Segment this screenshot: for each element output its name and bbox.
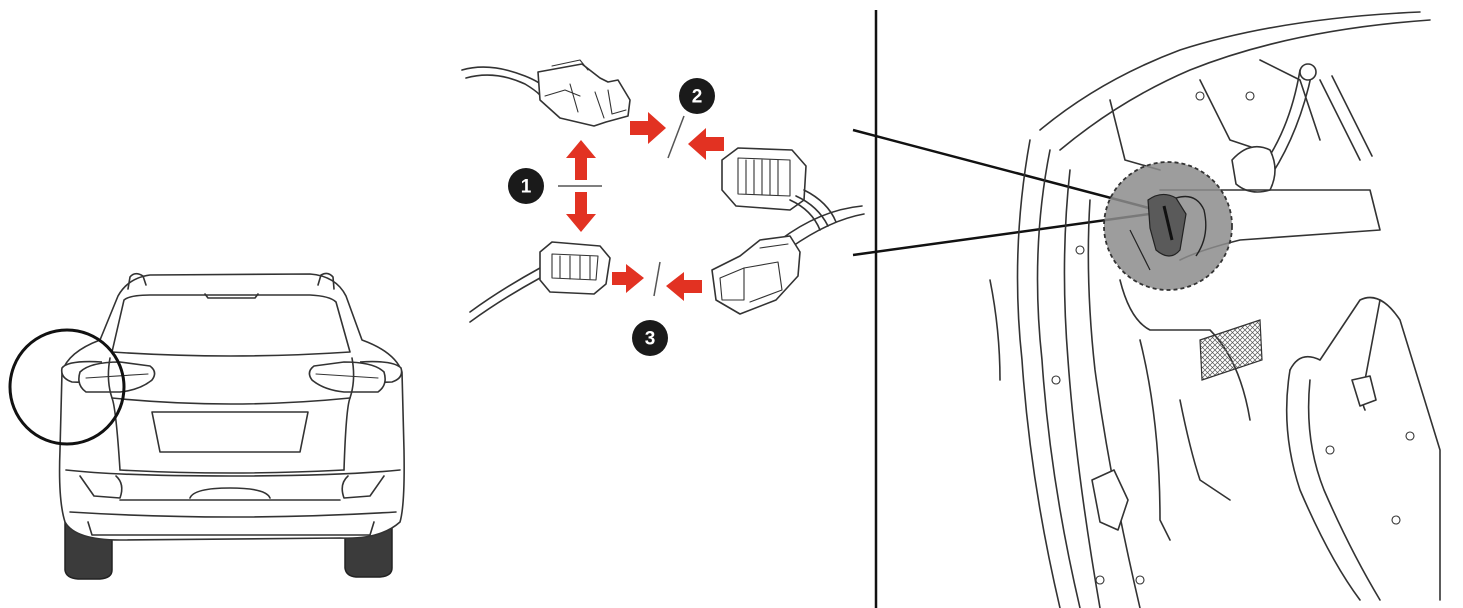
harness-connector-lower bbox=[711, 205, 865, 315]
connect-arrow-icon-lower bbox=[612, 261, 702, 301]
step-badge-1: 1 bbox=[508, 168, 544, 204]
step-3-label: 3 bbox=[645, 329, 656, 350]
step-badge-3: 3 bbox=[632, 320, 668, 356]
rear-window bbox=[111, 294, 351, 357]
right-tail-lamp bbox=[308, 361, 386, 393]
step-badge-2: 2 bbox=[679, 78, 715, 114]
left-tail-lamp bbox=[78, 361, 156, 393]
vehicle-connector-lower bbox=[469, 241, 611, 323]
speaker-grille bbox=[1199, 319, 1263, 381]
tail-lamp-highlight-circle bbox=[8, 328, 126, 446]
vehicle-connector-upper bbox=[461, 59, 631, 127]
detail-panel bbox=[852, 10, 1441, 608]
harness-connector-upper bbox=[721, 147, 837, 231]
tail-lamp-cavity-view bbox=[1103, 161, 1233, 291]
step-2-label: 2 bbox=[692, 87, 703, 108]
split-arrow-icon bbox=[558, 140, 602, 232]
license-plate-recess bbox=[151, 411, 309, 453]
connect-arrow-icon-upper bbox=[630, 112, 724, 160]
car-rear-view bbox=[8, 272, 405, 580]
connector-schematic: 1 2 3 bbox=[461, 59, 865, 356]
step-1-label: 1 bbox=[521, 177, 532, 198]
